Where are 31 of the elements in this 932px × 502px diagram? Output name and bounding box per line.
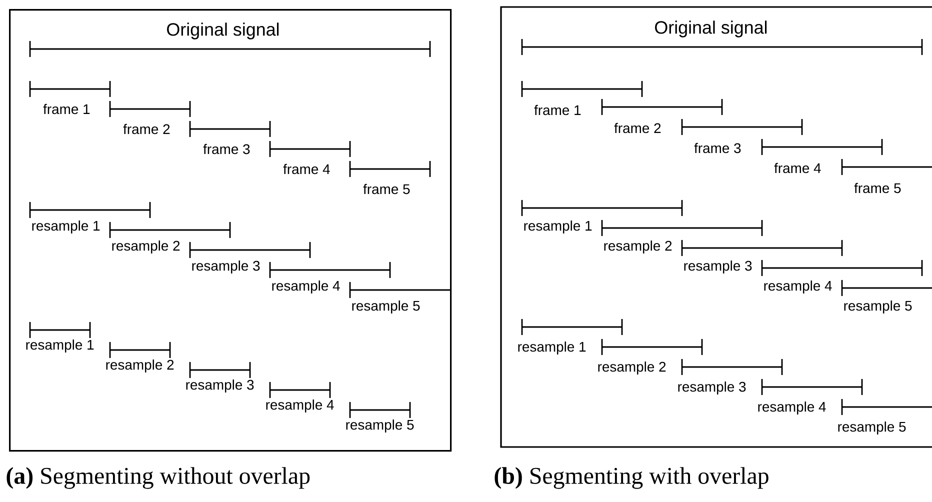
segment-label: resample 5: [352, 300, 420, 314]
segment-label: frame 1: [534, 104, 581, 116]
segment-label: resample 1: [32, 220, 100, 234]
segment-label: resample 3: [192, 260, 260, 274]
segment-label: frame 1: [43, 104, 90, 114]
segment-label: resample 5: [844, 300, 912, 314]
segment-label: resample 4: [266, 400, 334, 412]
segment-label: frame 4: [283, 164, 330, 174]
segment-label: resample 1: [524, 220, 592, 234]
segment-label: resample 2: [112, 240, 180, 254]
segment-label: resample 1: [26, 340, 94, 352]
caption: (b) Segmenting with overlap: [494, 467, 768, 489]
segment-label: resample 4: [272, 280, 340, 294]
segment-label: resample 3: [678, 382, 746, 394]
segment-label: resample 2: [604, 240, 672, 254]
segment-label: frame 2: [614, 122, 661, 134]
segment-label: resample 3: [684, 260, 752, 274]
segment-label: frame 2: [123, 124, 170, 134]
segment-label: resample 3: [186, 380, 254, 392]
segment-label: frame 3: [203, 144, 250, 154]
segment-label: frame 4: [774, 162, 821, 174]
segment-label: frame 5: [854, 182, 901, 194]
segment-label: resample 2: [106, 360, 174, 372]
segment-label: resample 4: [764, 280, 832, 294]
segment-label: resample 4: [758, 402, 826, 414]
segment-label: resample 2: [598, 362, 666, 374]
segment-label: frame 3: [694, 142, 741, 154]
segment-label: frame 5: [363, 184, 410, 194]
segment-label: resample 1: [518, 342, 586, 354]
segment-label: resample 5: [346, 420, 414, 432]
segment-label: resample 5: [838, 422, 906, 434]
